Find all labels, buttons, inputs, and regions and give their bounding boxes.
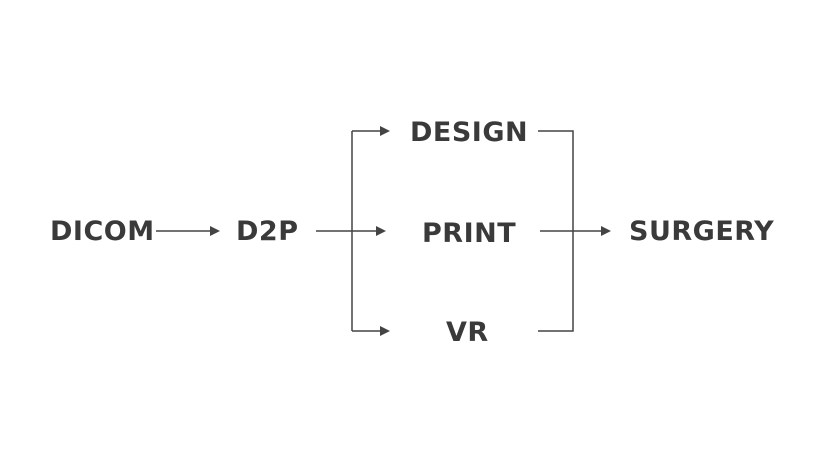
- arrow-dicom-to-d2p: [156, 226, 220, 236]
- node-d2p: D2P: [236, 216, 299, 247]
- branch-split: [316, 126, 390, 336]
- arrow-to-design-head: [380, 126, 390, 136]
- branch-merge: [538, 130, 611, 332]
- arrow-to-surgery-head: [601, 226, 611, 236]
- node-vr: VR: [446, 317, 489, 348]
- arrow-dicom-to-d2p-head: [210, 226, 220, 236]
- arrow-to-vr-head: [380, 326, 390, 336]
- arrow-d2p-to-print-head: [376, 226, 386, 236]
- node-surgery: SURGERY: [629, 216, 774, 247]
- node-dicom: DICOM: [50, 216, 155, 247]
- node-print: PRINT: [422, 218, 516, 249]
- node-design: DESIGN: [410, 117, 528, 148]
